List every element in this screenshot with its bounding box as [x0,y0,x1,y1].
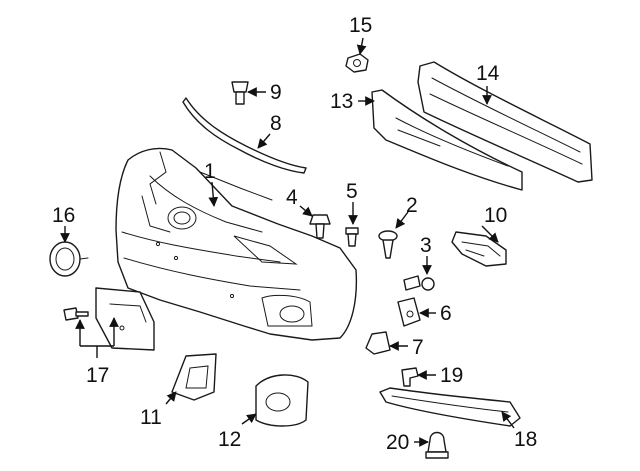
callout-3: 3 [420,234,432,257]
callout-16: 16 [52,204,75,227]
clip-7-part [365,331,391,355]
bumper-cover-part [115,147,358,341]
callout-20: 20 [386,431,409,454]
callout-1: 1 [204,160,216,183]
emblem-part [49,241,89,277]
bolt-4-part [309,214,331,239]
callout-9: 9 [270,81,282,104]
callout-10: 10 [484,204,507,227]
callout-8: 8 [270,112,282,135]
leader-lines [60,37,515,447]
bezel-11-part [171,353,217,401]
callout-2: 2 [406,194,418,217]
upper-molding-part [182,97,307,174]
callout-5: 5 [346,180,358,203]
clip-20-part [425,431,449,459]
energy-absorber-part [371,89,523,191]
callout-18: 18 [514,428,537,451]
clip-9-part [231,81,249,105]
nut-clip-6-part [397,297,421,327]
callout-labels: 1 2 3 4 5 6 7 8 9 10 11 12 13 14 15 16 1… [52,14,537,454]
lower-spoiler-part [379,387,521,427]
callout-17: 17 [86,364,109,387]
callout-7: 7 [412,336,424,359]
callout-11: 11 [140,406,162,429]
callout-15: 15 [349,14,372,37]
bezel-12-part [255,374,309,427]
clip-19-part [401,367,419,387]
callout-6: 6 [440,302,452,325]
clip-2-part [378,230,398,259]
bracket-10-part [451,231,507,267]
callout-19: 19 [440,364,463,387]
callout-14: 14 [476,62,500,85]
screw-3-part [403,275,435,291]
callout-4: 4 [286,186,298,209]
callout-12: 12 [218,428,241,451]
screw-17-part [63,307,89,321]
callout-13: 13 [330,90,353,113]
nut-15-part [345,53,369,73]
reinforcement-part [417,61,593,183]
license-bracket-part [95,287,155,351]
screw-5-part [345,227,359,247]
